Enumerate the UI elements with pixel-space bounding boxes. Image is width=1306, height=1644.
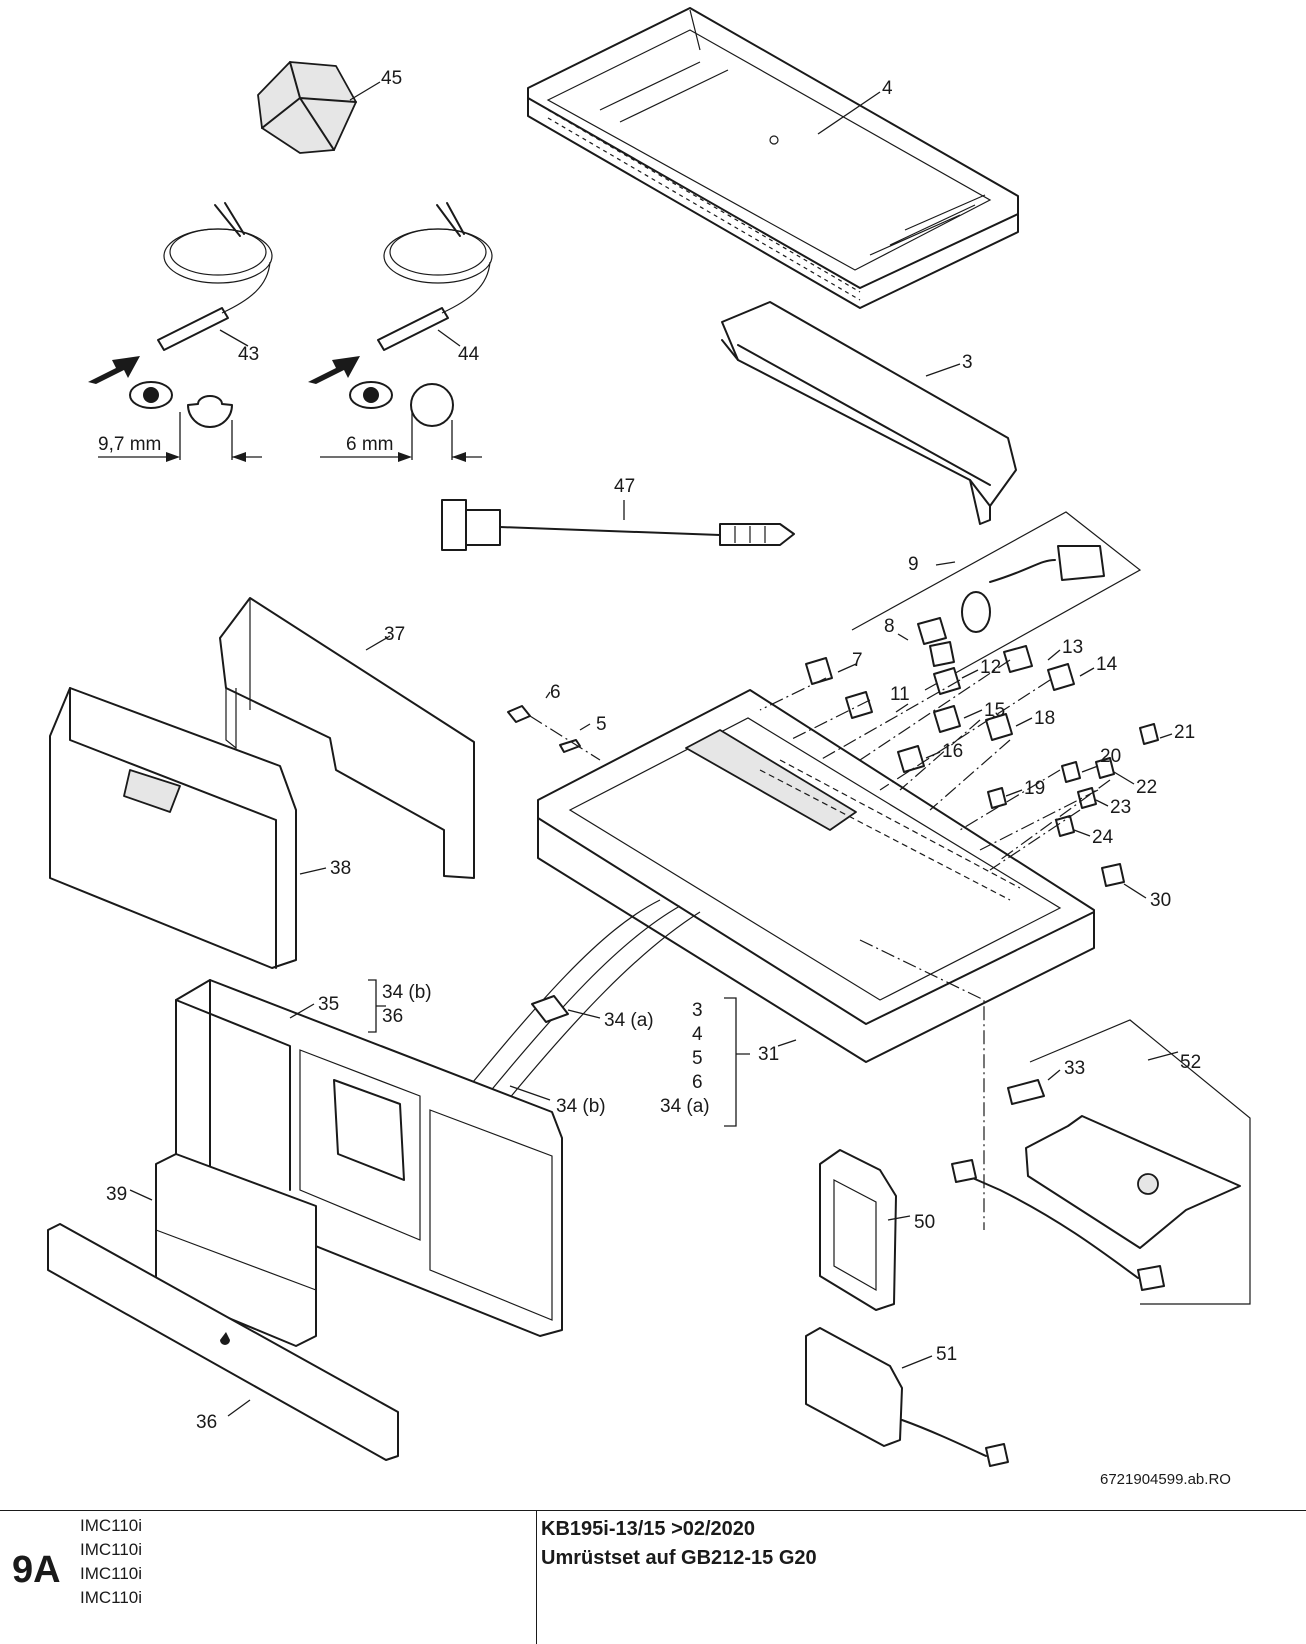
callout-23: 23 xyxy=(1110,797,1131,818)
callout-7: 7 xyxy=(852,650,863,671)
callout-30: 30 xyxy=(1150,890,1171,911)
callout-9: 9 xyxy=(908,554,919,575)
model-list: IMC110i IMC110i IMC110i IMC110i xyxy=(80,1514,142,1610)
part-50-module xyxy=(819,1149,897,1311)
part-34-ribbon-cable xyxy=(449,899,701,1123)
callout-31: 31 xyxy=(758,1044,779,1065)
page-id: 9A xyxy=(12,1549,61,1591)
callout-39: 39 xyxy=(106,1184,127,1205)
callout-22: 22 xyxy=(1136,777,1157,798)
callout-45: 45 xyxy=(381,68,402,89)
callout-19: 19 xyxy=(1024,778,1045,799)
part-51-holder xyxy=(805,1327,1009,1467)
leader-lines xyxy=(129,81,1179,1417)
model-line: IMC110i xyxy=(80,1540,143,1559)
part-45-cap xyxy=(257,61,357,154)
callout-44: 44 xyxy=(458,344,480,365)
model-line: IMC110i xyxy=(80,1564,143,1583)
title-divider xyxy=(536,1511,537,1644)
kit-5: 5 xyxy=(692,1048,703,1069)
connectors-7-18 xyxy=(805,645,1075,773)
exploded-parts-drawing: 45 4 43 44 3 9,7 mm 6 mm 47 9 37 8 13 14… xyxy=(47,7,1251,1488)
drawing-code: 6721904599.ab.RO xyxy=(1100,1471,1231,1488)
part-31-main-tray xyxy=(537,659,1111,1230)
callout-11: 11 xyxy=(890,684,910,705)
part-37-shield xyxy=(219,597,475,879)
callout-4: 4 xyxy=(882,78,893,99)
callout-47: 47 xyxy=(614,476,635,497)
kit-4: 4 xyxy=(692,1024,703,1045)
callout-34a: 34 (a) xyxy=(604,1010,654,1031)
model-line: IMC110i xyxy=(80,1588,143,1607)
callout-38: 38 xyxy=(330,858,351,879)
callout-6: 6 xyxy=(550,682,561,703)
callout-51: 51 xyxy=(936,1344,957,1365)
list-brackets xyxy=(368,979,750,1127)
callout-36: 36 xyxy=(196,1412,217,1433)
part-9-harness xyxy=(851,511,1142,691)
parts-5-6-pins xyxy=(507,705,601,761)
callout-34b: 34 (b) xyxy=(556,1096,606,1117)
kit-34a: 34 (a) xyxy=(660,1096,710,1117)
part-52-pcb xyxy=(951,1019,1251,1305)
callout-33: 33 xyxy=(1064,1058,1085,1079)
callout-34b-list: 34 (b) xyxy=(382,982,432,1003)
callout-16: 16 xyxy=(942,741,963,762)
document-title: KB195i-13/15 >02/2020 xyxy=(541,1518,756,1540)
dimension-right: 6 mm xyxy=(346,434,394,455)
kit-6: 6 xyxy=(692,1072,703,1093)
callout-15: 15 xyxy=(984,700,1005,721)
dimension-left: 9,7 mm xyxy=(98,434,161,455)
callout-36-list: 36 xyxy=(382,1006,403,1027)
callout-20: 20 xyxy=(1100,746,1121,767)
part-38-front-panel xyxy=(49,687,297,969)
connectors-19-30 xyxy=(987,723,1159,887)
callout-14: 14 xyxy=(1096,654,1118,675)
callout-18: 18 xyxy=(1034,708,1055,729)
part-47-cable xyxy=(441,499,795,551)
part-44-sensor xyxy=(308,202,493,462)
callout-5: 5 xyxy=(596,714,607,735)
part-4-top-cover xyxy=(527,7,1019,309)
callout-21: 21 xyxy=(1174,722,1195,743)
part-3-cover xyxy=(721,301,1017,525)
title-text: KB195i-13/15 >02/2020 Umrüstset auf GB21… xyxy=(541,1515,817,1573)
part-36-faceplate xyxy=(47,1223,399,1461)
callout-13: 13 xyxy=(1062,637,1083,658)
part-43-sensor xyxy=(88,202,273,462)
callout-labels: 45 4 43 44 3 9,7 mm 6 mm 47 9 37 8 13 14… xyxy=(98,68,1231,1488)
model-line: IMC110i xyxy=(80,1516,143,1535)
kit-3: 3 xyxy=(692,1000,703,1021)
callout-12: 12 xyxy=(980,657,1001,678)
title-block: 9A IMC110i IMC110i IMC110i IMC110i KB195… xyxy=(0,1510,1306,1644)
callout-37: 37 xyxy=(384,624,405,645)
callout-35: 35 xyxy=(318,994,339,1015)
callout-50: 50 xyxy=(914,1212,935,1233)
callout-43: 43 xyxy=(238,344,259,365)
callout-24: 24 xyxy=(1092,827,1114,848)
document-subtitle: Umrüstset auf GB212-15 G20 xyxy=(541,1547,817,1569)
callout-52: 52 xyxy=(1180,1052,1201,1073)
callout-8: 8 xyxy=(884,616,895,637)
callout-3: 3 xyxy=(962,352,973,373)
